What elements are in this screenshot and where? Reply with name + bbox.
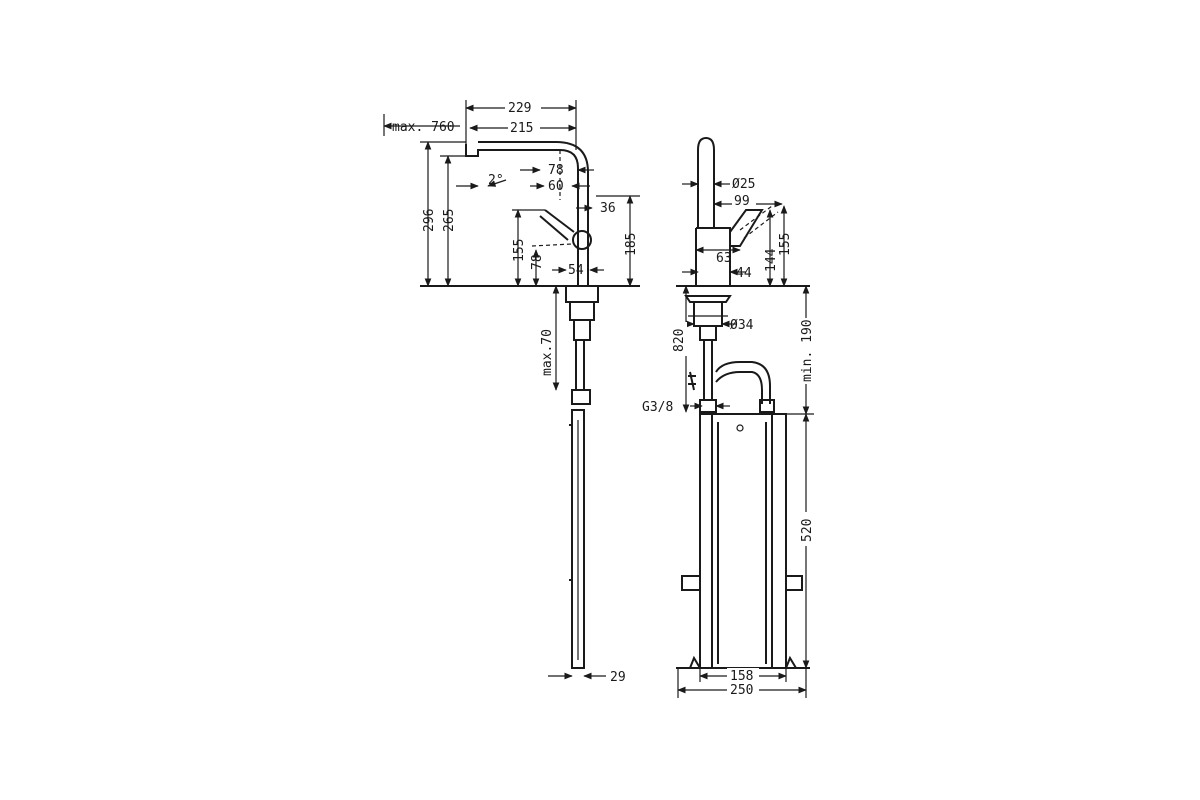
label-min-190: min. 190 (800, 319, 815, 382)
label-155-front: 155 (778, 233, 793, 256)
label-dia-34: Ø34 (730, 318, 754, 333)
label-max-70: max.70 (540, 329, 555, 376)
label-g38: G3/8 (642, 400, 673, 415)
side-spout-extended (559, 150, 579, 240)
side-spout (465, 144, 579, 286)
label-60: 60 (548, 179, 564, 194)
front-clips (681, 575, 803, 669)
label-44: 44 (736, 266, 752, 281)
label-144: 144 (764, 248, 779, 272)
label-dia-25: Ø25 (732, 177, 755, 192)
side-box (569, 409, 585, 669)
front-hose-fitting (688, 371, 696, 391)
label-229: 229 (508, 101, 531, 116)
label-99: 99 (734, 194, 750, 209)
side-lever-arc (531, 243, 573, 247)
label-78-low: 78 (530, 254, 545, 270)
side-mount (565, 286, 599, 341)
front-mount (684, 295, 732, 341)
label-820: 820 (672, 329, 687, 352)
label-250: 250 (730, 683, 753, 698)
side-lever (539, 209, 575, 241)
side-lever-knob (572, 230, 592, 250)
label-215: 215 (510, 121, 533, 136)
label-158: 158 (730, 669, 753, 684)
front-spout (697, 136, 715, 228)
side-hoses (571, 340, 591, 405)
label-angle: 2° (488, 173, 504, 188)
label-63: 63 (716, 251, 732, 266)
label-296: 296 (422, 209, 437, 232)
label-max-760: max. 760 (392, 120, 455, 135)
front-view: Ø25 99 144 155 63 44 Ø34 820 G3/8 min. 1… (642, 136, 815, 698)
front-box-rails (711, 414, 773, 668)
label-155: 155 (512, 239, 527, 262)
label-78-top: 78 (548, 163, 564, 178)
label-185: 185 (624, 233, 639, 256)
front-hoses (703, 340, 771, 404)
label-520: 520 (800, 519, 815, 542)
label-54: 54 (568, 263, 584, 278)
side-view: 229 215 max. 760 296 265 2° 78 60 36 155 (383, 99, 640, 685)
label-29: 29 (610, 670, 626, 685)
label-265: 265 (442, 209, 457, 232)
label-36: 36 (600, 201, 616, 216)
front-lever (729, 209, 764, 247)
front-body (695, 227, 731, 286)
side-spout-inner (478, 141, 589, 286)
